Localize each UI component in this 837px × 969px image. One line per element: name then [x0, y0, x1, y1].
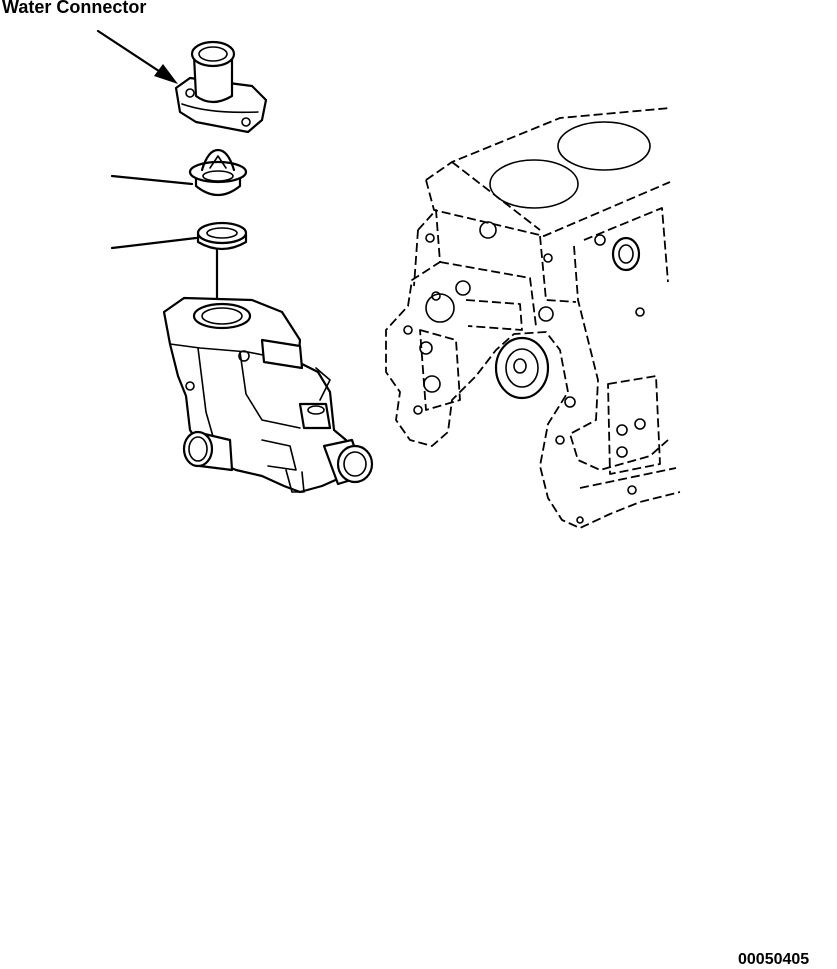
engine-block-part	[385, 107, 681, 529]
water-connector-label: Water Connector	[2, 0, 147, 17]
gasket-part	[196, 221, 248, 251]
water-connector-leader	[96, 29, 170, 79]
thermostat-part	[188, 148, 248, 197]
leader-lines	[96, 29, 219, 312]
thermostat-leader	[110, 174, 194, 186]
water-connector-part	[174, 40, 268, 134]
gasket-leader	[110, 236, 198, 250]
thermostat-housing-part	[162, 296, 374, 494]
leader-arrowhead	[154, 64, 178, 84]
figure-number: 00050405	[738, 951, 810, 968]
